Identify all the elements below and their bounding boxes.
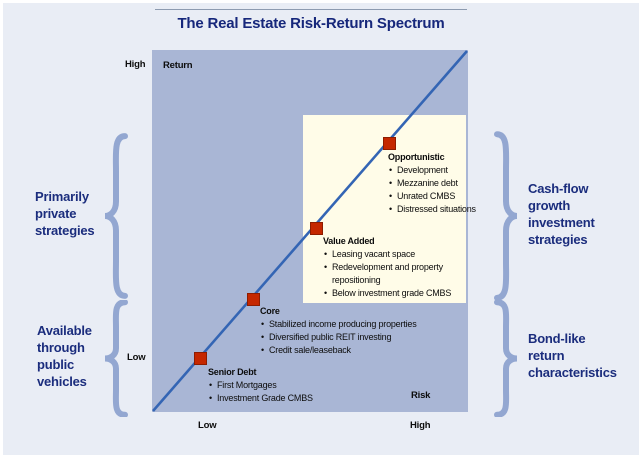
group-senior-debt: Senior Debt First Mortgages Investment G… [208,366,358,405]
group-value-added: Value Added Leasing vacant space Redevel… [323,235,463,300]
bullet-item: Investment Grade CMBS [208,392,358,405]
group-title: Value Added [323,236,375,246]
group-bullets: Leasing vacant space Redevelopment and p… [323,248,463,300]
marker-opportunistic [383,137,396,150]
return-low-label: Low [127,352,146,363]
group-title: Senior Debt [208,367,257,377]
left-bottom-brace-icon [100,300,128,417]
label-cashflow-growth: Cash-flow growth investment strategies [528,181,595,247]
group-opportunistic: Opportunistic Development Mezzanine debt… [388,151,478,216]
bullet-item: First Mortgages [208,379,358,392]
title-divider [155,9,467,10]
group-bullets: First Mortgages Investment Grade CMBS [208,379,358,405]
group-bullets: Development Mezzanine debt Unrated CMBS … [388,164,478,216]
return-high-label: High [125,59,146,70]
bullet-item: Leasing vacant space [323,248,463,261]
bullet-item: Unrated CMBS [388,190,478,203]
risk-high-label: High [410,420,431,431]
right-top-brace-icon [494,131,522,301]
left-top-brace-icon [100,133,128,299]
bullet-item: Stabilized income producing properties [260,318,465,331]
marker-core [247,293,260,306]
risk-low-label: Low [198,420,217,431]
group-title: Opportunistic [388,152,445,162]
group-title: Core [260,306,280,316]
bullet-item: Distressed situations [388,203,478,216]
figure-risk-return-spectrum: The Real Estate Risk-Return Spectrum Ret… [3,3,639,455]
label-bondlike-return: Bond-like return characteristics [528,331,617,380]
bullet-item: Redevelopment and property repositioning [323,261,463,287]
plot-area: Return Risk Senior Debt First Mortgages … [152,50,476,412]
marker-value-added [310,222,323,235]
group-core: Core Stabilized income producing propert… [260,305,465,357]
right-bottom-brace-icon [494,300,522,417]
risk-axis-label: Risk [411,390,431,401]
page-title: The Real Estate Risk-Return Spectrum [177,15,445,32]
bullet-item: Diversified public REIT investing [260,331,465,344]
return-axis-label: Return [163,60,193,71]
label-primarily-private: Primarily private strategies [35,189,95,238]
marker-senior-debt [194,352,207,365]
bullet-item: Below investment grade CMBS [323,287,463,300]
group-bullets: Stabilized income producing properties D… [260,318,465,357]
label-available-public: Available through public vehicles [37,323,92,389]
bullet-item: Mezzanine debt [388,177,478,190]
bullet-item: Credit sale/leaseback [260,344,465,357]
bullet-item: Development [388,164,478,177]
